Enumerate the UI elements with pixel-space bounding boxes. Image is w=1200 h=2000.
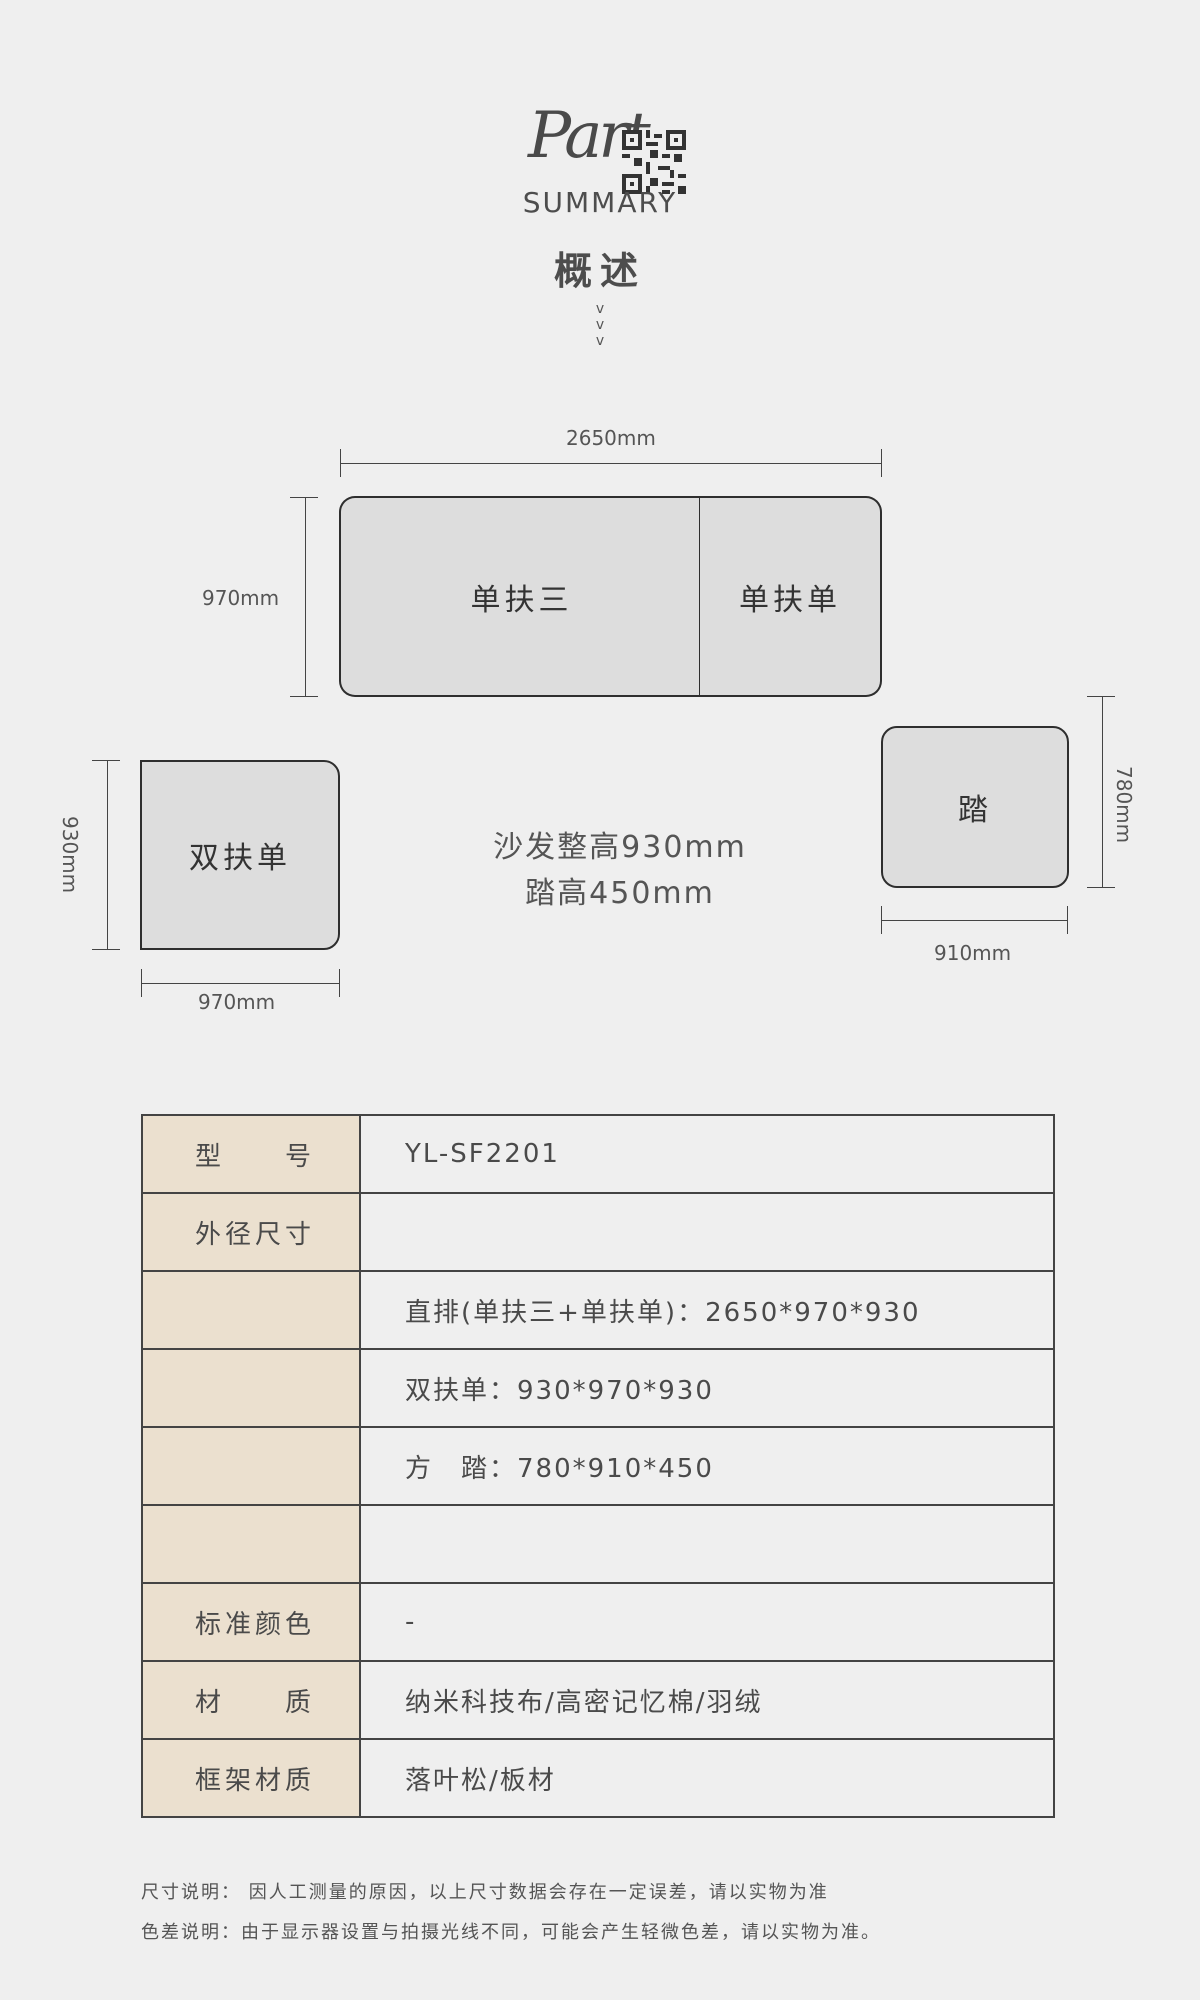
left-height-dimension-line bbox=[107, 760, 108, 950]
dimension-tick bbox=[340, 449, 341, 477]
dimension-tick bbox=[339, 969, 340, 997]
row-value: 方 踏：780*910*450 bbox=[359, 1426, 1055, 1506]
dimension-tick bbox=[92, 760, 120, 761]
top-depth-dimension-line bbox=[305, 497, 306, 697]
dimension-tick bbox=[1067, 906, 1068, 934]
table-row: 直排(单扶三+单扶单)：2650*970*930 bbox=[141, 1270, 1055, 1350]
row-value: 纳米科技布/高密记忆棉/羽绒 bbox=[359, 1660, 1055, 1740]
left-width-label: 970mm bbox=[198, 990, 276, 1014]
table-row: 框架材质落叶松/板材 bbox=[141, 1738, 1055, 1818]
dimension-tick bbox=[290, 696, 318, 697]
left-width-dimension-line bbox=[141, 983, 340, 984]
table-row: 方 踏：780*910*450 bbox=[141, 1426, 1055, 1506]
top-depth-label: 970mm bbox=[202, 586, 280, 610]
sofa-block-single-seat: 单扶单 bbox=[699, 496, 882, 697]
chevron-down-icon: v bbox=[595, 317, 605, 333]
stool-width-label: 910mm bbox=[934, 941, 1012, 965]
sofa-block-double-arm: 双扶单 bbox=[140, 760, 340, 950]
table-row: 标准颜色- bbox=[141, 1582, 1055, 1662]
qr-code-icon bbox=[622, 130, 686, 194]
stool-height-label: 780mm bbox=[1112, 766, 1136, 844]
row-value: 直排(单扶三+单扶单)：2650*970*930 bbox=[359, 1270, 1055, 1350]
stool-width-dimension-line bbox=[881, 920, 1068, 921]
row-label bbox=[141, 1426, 361, 1506]
top-width-label: 2650mm bbox=[566, 426, 656, 450]
row-value bbox=[359, 1192, 1055, 1272]
dimension-tick bbox=[881, 906, 882, 934]
row-label: 框架材质 bbox=[141, 1738, 361, 1818]
row-label: 标准颜色 bbox=[141, 1582, 361, 1662]
row-label: 材 质 bbox=[141, 1660, 361, 1740]
dimension-tick bbox=[1087, 887, 1115, 888]
sofa-block-three-seat: 单扶三 bbox=[339, 496, 703, 697]
row-label bbox=[141, 1348, 361, 1428]
top-width-dimension-line bbox=[340, 463, 882, 464]
row-label bbox=[141, 1270, 361, 1350]
table-row: 外径尺寸 bbox=[141, 1192, 1055, 1272]
table-row bbox=[141, 1504, 1055, 1584]
stool-height-dimension-line bbox=[1102, 696, 1103, 888]
row-value: - bbox=[359, 1582, 1055, 1662]
stool-height-text: 踏高450mm bbox=[525, 876, 715, 911]
row-value: 双扶单：930*970*930 bbox=[359, 1348, 1055, 1428]
stool-block: 踏 bbox=[881, 726, 1069, 888]
color-note: 色差说明：由于显示器设置与拍摄光线不同，可能会产生轻微色差，请以实物为准。 bbox=[141, 1922, 881, 1943]
summary-label: SUMMARY bbox=[522, 186, 678, 219]
left-height-label: 930mm bbox=[58, 816, 82, 894]
total-height-text: 沙发整高930mm bbox=[493, 830, 747, 865]
row-value bbox=[359, 1504, 1055, 1584]
size-note: 尺寸说明： 因人工测量的原因，以上尺寸数据会存在一定误差，请以实物为准 bbox=[141, 1882, 829, 1903]
dimension-tick bbox=[881, 449, 882, 477]
row-label: 型 号 bbox=[141, 1114, 361, 1194]
row-label bbox=[141, 1504, 361, 1584]
dimension-tick bbox=[141, 969, 142, 997]
chevron-down-icon: v bbox=[595, 333, 605, 349]
table-row: 材 质纳米科技布/高密记忆棉/羽绒 bbox=[141, 1660, 1055, 1740]
dimension-tick bbox=[92, 949, 120, 950]
dimension-tick bbox=[1087, 696, 1115, 697]
page-title: 概述 bbox=[553, 249, 646, 293]
row-value: 落叶松/板材 bbox=[359, 1738, 1055, 1818]
table-row: 双扶单：930*970*930 bbox=[141, 1348, 1055, 1428]
row-value: YL-SF2201 bbox=[359, 1114, 1055, 1194]
chevron-down-icon: v bbox=[595, 301, 605, 317]
dimension-tick bbox=[290, 497, 318, 498]
row-label: 外径尺寸 bbox=[141, 1192, 361, 1272]
